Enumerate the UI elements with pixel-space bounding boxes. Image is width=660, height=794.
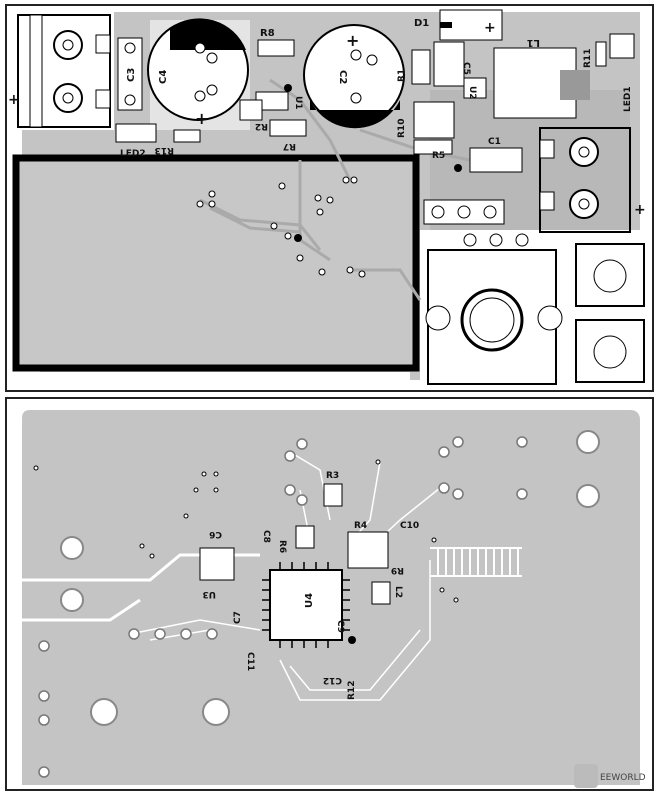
top-board: + C3 C4 + R8 C2 — [5, 4, 654, 392]
svg-text:R1: R1 — [397, 69, 407, 82]
svg-text:+: + — [195, 109, 208, 128]
svg-text:C3: C3 — [126, 68, 137, 82]
svg-text:U3: U3 — [202, 589, 216, 599]
svg-text:R7: R7 — [283, 141, 296, 151]
svg-text:L2: L2 — [393, 586, 403, 598]
svg-text:LED2: LED2 — [120, 149, 146, 159]
watermark-logo: EEWORLD — [574, 764, 646, 788]
push-buttons — [575, 243, 645, 383]
svg-text:U2: U2 — [467, 86, 477, 100]
l1-inductor: L1 — [493, 37, 590, 119]
c1-capacitor: C1 — [454, 137, 523, 173]
svg-text:R3: R3 — [326, 471, 339, 481]
svg-text:C1: C1 — [488, 137, 501, 147]
svg-text:R13: R13 — [155, 145, 174, 155]
u4-microcontroller: U4 — [262, 562, 356, 648]
svg-text:C8: C8 — [261, 530, 271, 543]
svg-text:R6: R6 — [277, 540, 287, 553]
svg-text:R12: R12 — [347, 681, 357, 700]
c4-capacitor: C4 + — [147, 18, 249, 128]
terminal-block-left: + — [8, 14, 111, 128]
svg-text:C2: C2 — [337, 70, 348, 84]
svg-text:R8: R8 — [260, 28, 275, 39]
lcd-outline — [12, 154, 420, 372]
c3-capacitor: C3 — [117, 37, 143, 111]
svg-text:C10: C10 — [400, 521, 419, 531]
svg-text:U4: U4 — [304, 593, 315, 608]
svg-text:C7: C7 — [233, 611, 243, 624]
svg-text:R11: R11 — [583, 49, 593, 68]
svg-text:R4: R4 — [354, 521, 367, 531]
svg-text:C9: C9 — [335, 620, 345, 633]
d1-diode: D1 + — [414, 9, 503, 41]
polarity-mark: + — [8, 92, 20, 108]
svg-text:C11: C11 — [245, 652, 255, 671]
svg-text:LED1: LED1 — [623, 86, 633, 112]
bottom-board: U4 R3 R6 C8 R4 C10 R9 L2 C6 U3 C7 C9 C11… — [5, 397, 654, 791]
svg-text:R9: R9 — [391, 565, 404, 575]
svg-text:U1: U1 — [293, 96, 303, 110]
terminal-block-right: + — [539, 127, 646, 233]
rotary-encoder — [425, 233, 563, 385]
svg-text:D1: D1 — [414, 18, 429, 29]
svg-text:C5: C5 — [461, 62, 471, 75]
svg-text:C6: C6 — [209, 529, 222, 539]
svg-text:EEWORLD: EEWORLD — [600, 773, 646, 783]
svg-text:R5: R5 — [432, 151, 445, 161]
svg-text:C12: C12 — [323, 675, 342, 685]
svg-text:+: + — [484, 20, 496, 36]
svg-text:C4: C4 — [158, 70, 169, 84]
svg-text:R10: R10 — [397, 119, 407, 138]
svg-text:R2: R2 — [255, 121, 268, 131]
svg-text:+: + — [346, 31, 359, 50]
c2-capacitor: C2 + — [303, 24, 405, 129]
svg-text:L1: L1 — [527, 37, 540, 48]
svg-text:+: + — [634, 202, 646, 218]
header-pins — [423, 199, 505, 225]
